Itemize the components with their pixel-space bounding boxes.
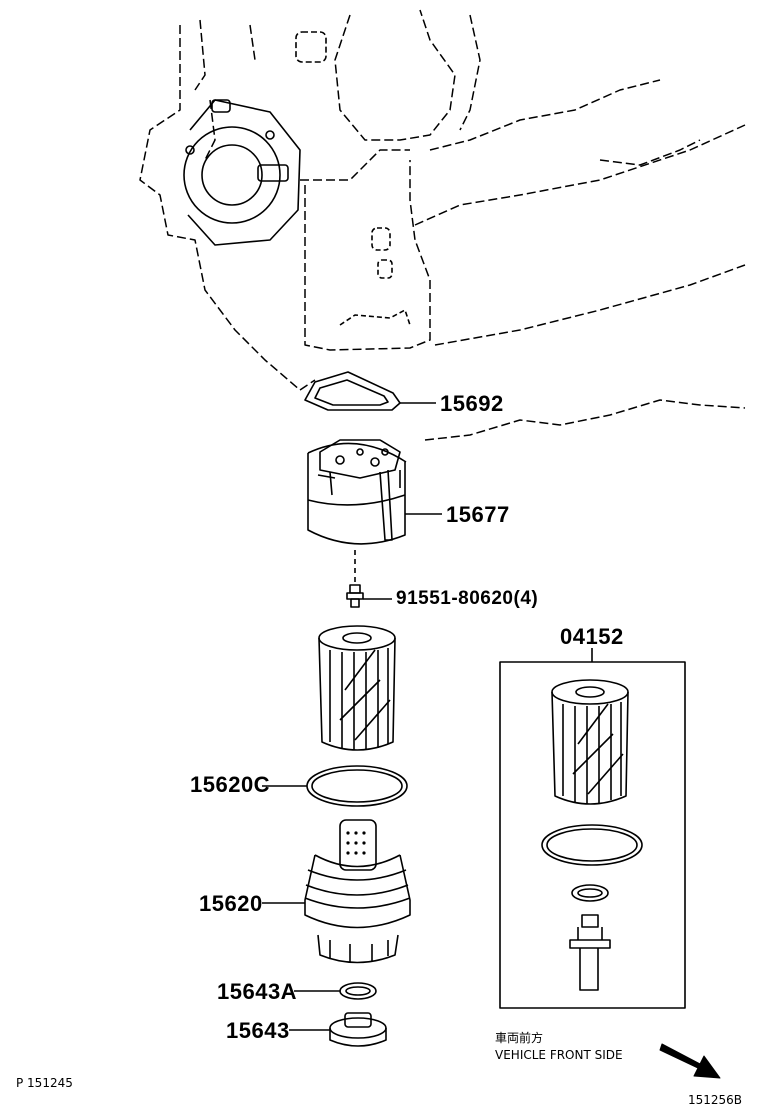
drain-plug-15643-drawing (289, 1012, 387, 1047)
filter-element-drawing (318, 625, 396, 751)
vehicle-front-arrow (659, 1043, 721, 1079)
drain-gasket-15643A-drawing (294, 982, 377, 1000)
callout-15677[interactable]: 15677 (446, 502, 510, 527)
engine-block-outline (139, 9, 746, 441)
housing-15677-drawing (307, 439, 442, 545)
diagram-code-right: 151256B (688, 1093, 743, 1107)
bolt-drawing (346, 550, 392, 608)
callout-15620C[interactable]: 15620C (190, 772, 271, 797)
callout-15692[interactable]: 15692 (440, 391, 504, 416)
engine-block-bosses (183, 31, 411, 326)
vehicle-front-jp-label: 車両前方 (495, 1031, 544, 1045)
oring-15620C-drawing (262, 765, 408, 807)
callout-15643[interactable]: 15643 (226, 1018, 290, 1043)
callout-15643A[interactable]: 15643A (217, 979, 298, 1004)
vehicle-front-en-label: VEHICLE FRONT SIDE (495, 1048, 623, 1062)
cap-mesh-dots (346, 831, 366, 855)
diagram-code-left: P 151245 (16, 1076, 73, 1090)
callout-91551-80620[interactable]: 91551-80620(4) (396, 588, 539, 609)
filter-cap-15620-drawing (262, 819, 411, 964)
callout-04152[interactable]: 04152 (560, 624, 624, 649)
kit-04152-drawing (499, 648, 686, 1009)
callout-15620[interactable]: 15620 (199, 891, 263, 916)
gasket-15692-drawing (304, 371, 436, 411)
